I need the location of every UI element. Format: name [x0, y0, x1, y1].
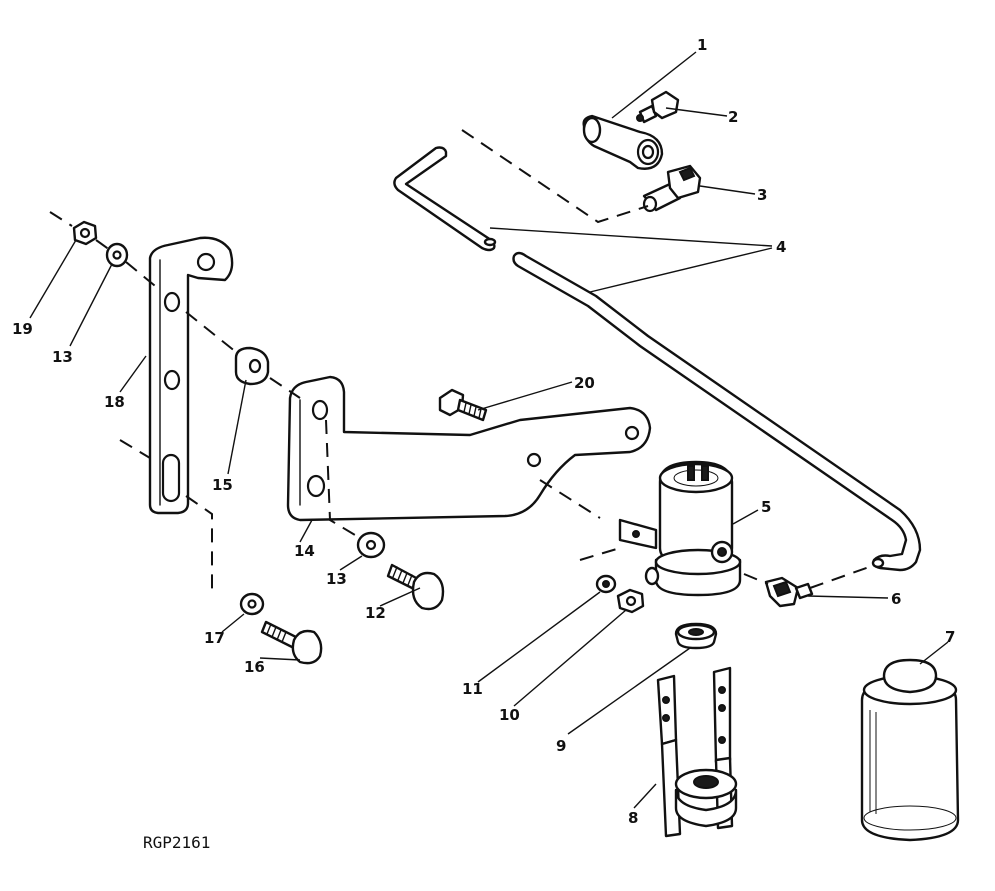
part-20-bolt — [438, 388, 488, 422]
callout-11: 11 — [462, 680, 483, 698]
callout-8: 8 — [628, 809, 638, 827]
callout-9: 9 — [556, 737, 566, 755]
part-16-bolt — [260, 620, 323, 665]
callout-3: 3 — [757, 186, 767, 204]
callout-19: 19 — [12, 320, 33, 338]
callout-4: 4 — [776, 238, 786, 256]
part-1-banjo-fitting — [582, 114, 664, 170]
part-2-banjo-bolt — [636, 90, 680, 124]
callout-18: 18 — [104, 393, 125, 411]
part-9-seal — [674, 622, 718, 650]
part-18-vertical-bracket — [148, 236, 234, 515]
part-7-filter-canister — [860, 658, 960, 842]
part-10-nut — [616, 588, 645, 614]
callout-15: 15 — [212, 476, 233, 494]
leader-lines — [29, 51, 949, 809]
callout-2: 2 — [728, 108, 738, 126]
callout-6: 6 — [891, 590, 901, 608]
assembly-lines — [49, 129, 873, 590]
reference-code: RGP2161 — [143, 833, 210, 852]
callouts: 1 2 3 4 5 6 7 8 9 10 11 12 13 14 15 16 1… — [12, 36, 955, 827]
part-13-washer-lower — [356, 531, 386, 559]
part-11-lock-washer — [595, 574, 617, 594]
callout-1: 1 — [697, 36, 707, 54]
callout-12: 12 — [365, 604, 386, 622]
part-4-tubes — [393, 146, 922, 572]
part-3-elbow-fitting — [642, 164, 702, 213]
callout-7: 7 — [945, 628, 955, 646]
part-13-washer-upper — [105, 242, 129, 268]
callout-17: 17 — [204, 629, 225, 647]
callout-20: 20 — [574, 374, 595, 392]
callout-10: 10 — [499, 706, 520, 724]
callout-14: 14 — [294, 542, 315, 560]
part-15-spacer — [234, 346, 270, 386]
part-12-bolt — [386, 563, 445, 611]
part-17-washer — [239, 592, 265, 616]
part-14-mounting-bracket — [286, 375, 652, 522]
callout-13b: 13 — [326, 570, 347, 588]
part-19-nut — [72, 220, 98, 246]
callout-5: 5 — [761, 498, 771, 516]
callout-13a: 13 — [52, 348, 73, 366]
part-6-elbow-fitting — [764, 576, 814, 608]
part-5-filter-head — [618, 460, 742, 597]
callout-16: 16 — [244, 658, 265, 676]
part-8-filter-wrench — [656, 666, 738, 838]
